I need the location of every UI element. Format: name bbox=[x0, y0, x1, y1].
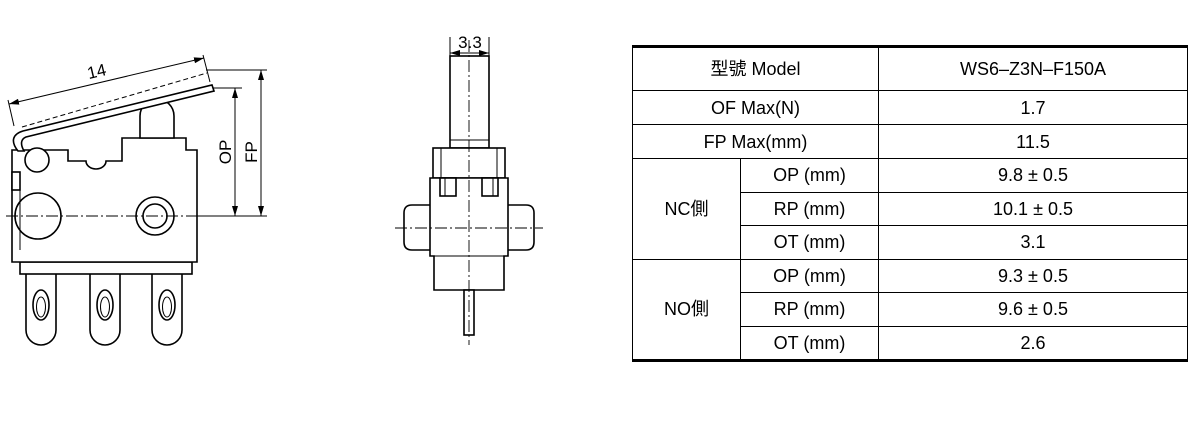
body-side-notch bbox=[11, 171, 21, 191]
front-tab-left bbox=[439, 177, 457, 197]
terminal-left bbox=[25, 274, 57, 346]
no-rp-row: RP (mm) 9.6 ± 0.5 bbox=[633, 292, 1188, 327]
lever-pivot bbox=[24, 147, 50, 173]
switch-body bbox=[11, 137, 198, 263]
lever-dim-line bbox=[8, 57, 205, 105]
front-side-knob-right bbox=[506, 204, 535, 251]
spec-table: 型號 Model WS6–Z3N–F150A OF Max(N) 1.7 FP … bbox=[632, 45, 1188, 362]
terminal-hole bbox=[32, 289, 50, 321]
front-plunger bbox=[449, 55, 490, 149]
no-group-label: NO側 bbox=[632, 258, 741, 361]
nc-op-value: 9.8 ± 0.5 bbox=[878, 158, 1188, 193]
of-max-value: 1.7 bbox=[878, 90, 1188, 125]
width-label: 3.3 bbox=[458, 33, 482, 52]
nc-ot-label: OT (mm) bbox=[740, 225, 879, 260]
nc-op-row: NC側 OP (mm) 9.8 ± 0.5 bbox=[632, 158, 1188, 260]
terminals bbox=[25, 274, 183, 346]
no-rp-value: 9.6 ± 0.5 bbox=[878, 292, 1188, 327]
of-max-row: OF Max(N) 1.7 bbox=[632, 90, 1188, 125]
terminal-hole bbox=[158, 289, 176, 321]
lever-length-label: 14 bbox=[85, 60, 108, 83]
nc-rp-row: RP (mm) 10.1 ± 0.5 bbox=[633, 191, 1188, 226]
fp-label: FP bbox=[242, 141, 261, 163]
op-fp-dimensions: OP FP bbox=[176, 69, 267, 217]
model-value: WS6–Z3N–F150A bbox=[878, 46, 1188, 91]
no-op-value: 9.3 ± 0.5 bbox=[878, 258, 1188, 293]
no-ot-label: OT (mm) bbox=[740, 325, 879, 361]
terminal-hole-inner bbox=[100, 296, 110, 318]
no-op-label: OP (mm) bbox=[740, 258, 879, 293]
front-view-drawing: 3.3 bbox=[395, 33, 543, 345]
model-label: 型號 Model bbox=[632, 46, 879, 91]
lever-dim-extension-right bbox=[202, 54, 211, 83]
model-row: 型號 Model WS6–Z3N–F150A bbox=[632, 46, 1188, 91]
switch-base bbox=[19, 261, 193, 275]
nc-rp-value: 10.1 ± 0.5 bbox=[878, 191, 1188, 226]
op-label: OP bbox=[216, 140, 235, 165]
terminal-hole-inner bbox=[36, 296, 46, 318]
front-side-knob-left bbox=[403, 204, 432, 251]
front-main-body bbox=[429, 177, 509, 291]
fp-max-value: 11.5 bbox=[878, 124, 1188, 159]
terminal-hole bbox=[96, 289, 114, 321]
no-ot-value: 2.6 bbox=[878, 325, 1188, 361]
fp-max-row: FP Max(mm) 11.5 bbox=[632, 124, 1188, 159]
nc-rp-label: RP (mm) bbox=[740, 191, 879, 226]
terminal-right bbox=[151, 274, 183, 346]
terminal-middle bbox=[89, 274, 121, 346]
nc-ot-value: 3.1 bbox=[878, 225, 1188, 260]
of-max-label: OF Max(N) bbox=[632, 90, 879, 125]
no-op-row: NO側 OP (mm) 9.3 ± 0.5 bbox=[632, 258, 1188, 361]
lever-length-dimension: 14 bbox=[7, 54, 211, 127]
nc-group-label: NC側 bbox=[632, 158, 741, 260]
terminal-hole-inner bbox=[162, 296, 172, 318]
no-rp-label: RP (mm) bbox=[740, 292, 879, 327]
actuator-lever bbox=[12, 84, 216, 152]
lever-free-position-line bbox=[21, 72, 208, 128]
no-ot-row: OT (mm) 2.6 bbox=[633, 325, 1188, 361]
nc-op-label: OP (mm) bbox=[740, 158, 879, 193]
front-tab-right bbox=[481, 177, 499, 197]
side-view-drawing: 14 OP FP bbox=[6, 54, 267, 346]
fp-max-label: FP Max(mm) bbox=[632, 124, 879, 159]
